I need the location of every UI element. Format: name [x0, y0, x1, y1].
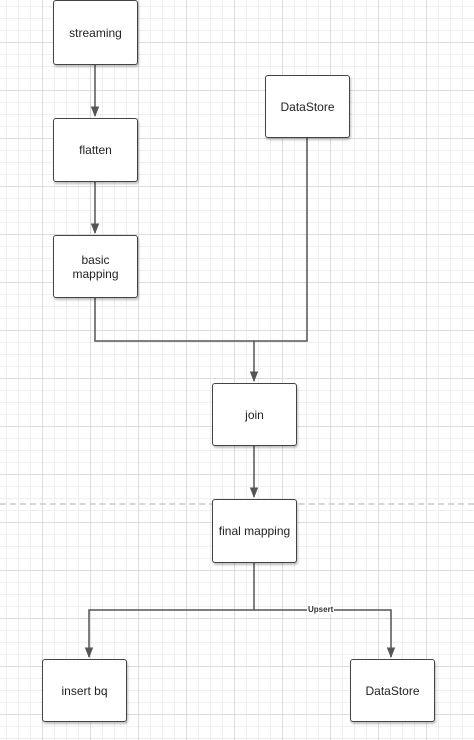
node-streaming[interactable]: streaming: [53, 0, 138, 65]
edge-label-upsert: Upsert: [307, 605, 335, 614]
edge-final-mapping-to-insert-bq: [84, 563, 255, 659]
node-join[interactable]: join: [212, 383, 297, 446]
node-flatten[interactable]: flatten: [53, 118, 138, 182]
node-basic-mapping[interactable]: basic mapping: [53, 235, 138, 298]
node-datastore-source[interactable]: DataStore: [265, 75, 350, 138]
node-final-mapping[interactable]: final mapping: [212, 499, 297, 563]
node-insert-bq[interactable]: insert bq: [42, 659, 127, 722]
edge-final-mapping-to-datastore-upsert: [254, 609, 396, 659]
node-datastore-sink[interactable]: DataStore: [350, 659, 435, 722]
edge-datastore-to-join: [254, 138, 308, 342]
edge-basic-mapping-to-join: [94, 298, 259, 383]
